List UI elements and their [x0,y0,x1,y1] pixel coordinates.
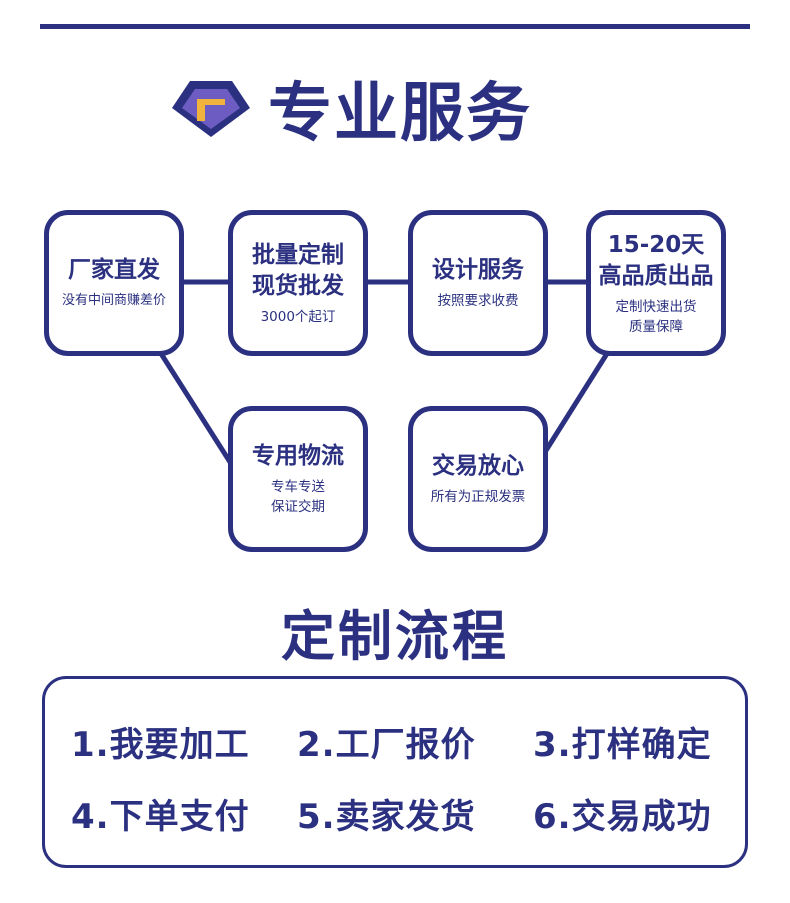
header: 专业服务 [170,68,532,151]
service-card-title: 批量定制 现货批发 [252,241,344,299]
service-card-subtitle: 定制快速出货 质量保障 [615,298,697,335]
service-card-quality: 15-20天 高品质出品 定制快速出货 质量保障 [586,210,726,356]
service-card-bulk: 批量定制 现货批发 3000个起订 [228,210,368,356]
process-title: 定制流程 [281,605,509,668]
service-card-title: 专用物流 [252,443,344,469]
service-card-subtitle: 没有中间商赚差价 [61,293,166,308]
top-divider [40,24,750,29]
service-card-subtitle: 按照要求收费 [437,293,519,309]
service-card-logistics: 专用物流 专车专送 保证交期 [228,406,368,552]
service-card-trust: 交易放心 所有为正规发票 [408,406,548,552]
service-card-title: 设计服务 [432,257,524,283]
page-title: 专业服务 [268,77,532,151]
service-card-title: 厂家直发 [68,257,160,283]
service-card-subtitle: 3000个起订 [260,308,336,325]
service-card-subtitle: 专车专送 保证交期 [271,479,325,515]
process-step-5: 5.卖家发货 [297,797,476,837]
service-card-title: 交易放心 [432,453,524,479]
process-step-1: 1.我要加工 [71,725,250,765]
service-card-subtitle: 所有为正规发票 [430,489,526,505]
service-card-title: 15-20天 高品质出品 [598,231,714,289]
process-step-3: 3.打样确定 [533,725,712,765]
process-steps-box: 1.我要加工 2.工厂报价 3.打样确定 4.下单支付 5.卖家发货 6.交易成… [42,676,748,868]
process-step-2: 2.工厂报价 [297,725,476,765]
service-card-design: 设计服务 按照要求收费 [408,210,548,356]
process-step-6: 6.交易成功 [533,797,712,837]
process-step-4: 4.下单支付 [71,797,250,837]
diamond-logo-icon [172,81,250,137]
service-card-direct: 厂家直发 没有中间商赚差价 [44,210,184,356]
